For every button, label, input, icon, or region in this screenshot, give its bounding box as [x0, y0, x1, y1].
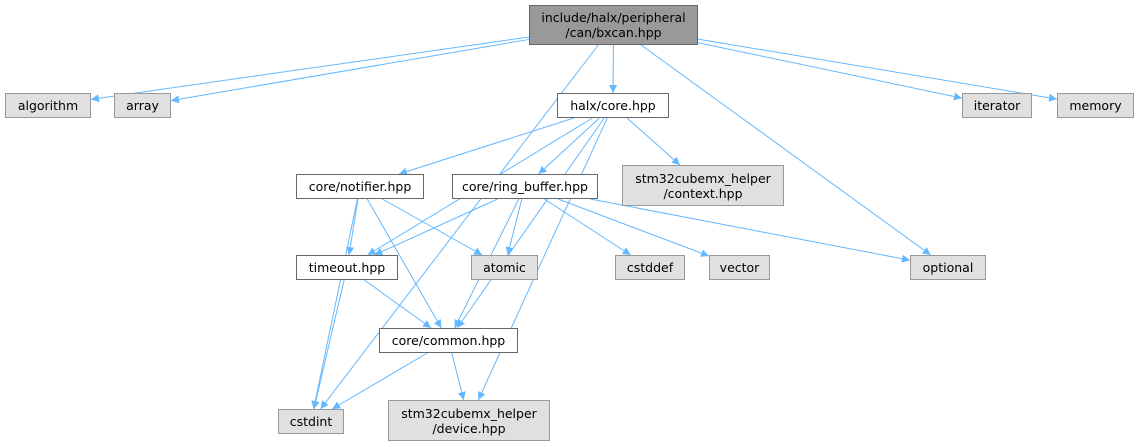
edge-root-to-algorithm: [90, 36, 530, 103]
edge-notifier-to-atomic: [382, 198, 483, 256]
edge-timeout-to-cstdint: [311, 279, 345, 410]
node-cstdint: cstdint: [278, 409, 344, 434]
edge-common-to-cstdint: [331, 352, 428, 410]
node-algorithm: algorithm: [5, 93, 91, 118]
node-iterator: iterator: [962, 93, 1032, 118]
edge-common-to-device: [451, 352, 466, 401]
edge-timeout-to-common: [364, 279, 432, 329]
node-optional: optional: [910, 255, 986, 280]
edge-core-to-notifier: [398, 117, 575, 176]
edge-root-to-memory: [697, 38, 1058, 102]
edge-ring_buffer-to-optional: [590, 198, 911, 263]
node-core-common-hpp[interactable]: core/common.hpp: [379, 328, 518, 353]
node-stm32cubemx-context-hpp: stm32cubemx_helper /context.hpp: [622, 165, 784, 206]
edge-ring_buffer-to-timeout: [374, 198, 498, 256]
node-bxcan-hpp: include/halx/peripheral /can/bxcan.hpp: [529, 5, 698, 45]
edge-root-to-iterator: [697, 42, 963, 101]
node-array: array: [114, 93, 171, 118]
edge-ring_buffer-to-vector: [557, 198, 710, 257]
node-cstddef: cstddef: [615, 255, 685, 280]
edge-ring_buffer-to-cstddef: [544, 198, 631, 256]
node-halx-core-hpp[interactable]: halx/core.hpp: [557, 93, 669, 118]
node-stm32cubemx-device-hpp: stm32cubemx_helper /device.hpp: [388, 400, 550, 441]
node-core-ring-buffer-hpp[interactable]: core/ring_buffer.hpp: [452, 174, 598, 199]
edge-core-to-ring_buffer: [538, 117, 600, 175]
node-memory: memory: [1057, 93, 1134, 118]
edge-ring_buffer-to-atomic: [505, 198, 523, 256]
node-core-notifier-hpp[interactable]: core/notifier.hpp: [296, 174, 424, 199]
edge-core-to-context: [626, 117, 681, 166]
edge-notifier-to-timeout: [346, 198, 359, 256]
node-vector: vector: [709, 255, 770, 280]
edge-core-to-device: [477, 117, 608, 401]
node-atomic: atomic: [471, 255, 538, 280]
node-timeout-hpp[interactable]: timeout.hpp: [296, 255, 398, 280]
edge-root-to-array: [170, 38, 530, 104]
edge-root-to-optional: [640, 44, 932, 256]
edge-notifier-to-common: [366, 198, 442, 329]
edge-core-to-common: [456, 117, 605, 329]
edge-notifier-to-cstdint: [311, 198, 358, 410]
